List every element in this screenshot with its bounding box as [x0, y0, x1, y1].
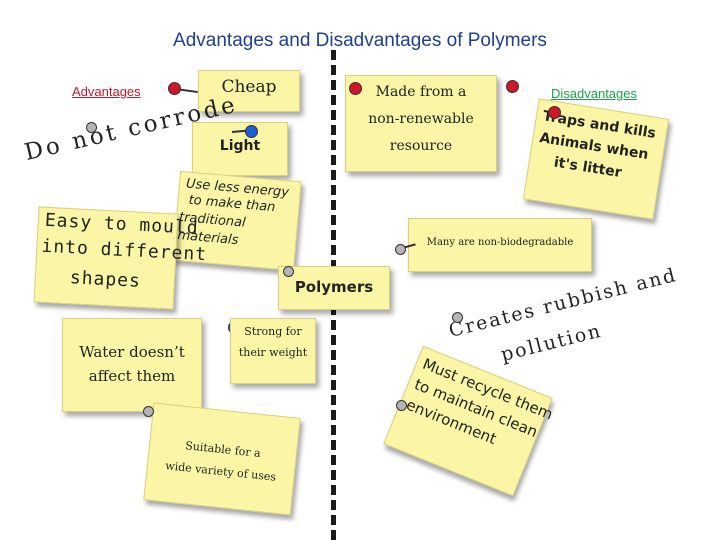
- center-label: Polymers: [294, 278, 374, 296]
- note-polymers: Polymers: [278, 266, 390, 310]
- pin-grey-icon: [395, 244, 406, 255]
- note-water-line2: affect them: [88, 367, 176, 385]
- note-recycle: Must recycle them to maintain clean envi…: [383, 345, 555, 497]
- note-strong-line2: their weight: [238, 346, 308, 359]
- note-non-biodegradable-text: Many are non-biodegradable: [426, 237, 574, 248]
- note-cheap: Cheap: [198, 70, 300, 112]
- note-easy-to-mould: Easy to mould into different shapes: [33, 206, 208, 310]
- disadvantages-heading: Disadvantages: [551, 86, 637, 101]
- pin-grey-icon: [143, 406, 154, 417]
- pin-blue-icon: [245, 125, 258, 138]
- note-easy-to-mould-line2: into different: [40, 235, 208, 266]
- note-light-text: Light: [219, 138, 261, 154]
- note-strong: Strong for their weight: [230, 318, 316, 384]
- note-non-renewable: Made from a non-renewable resource: [345, 75, 497, 172]
- advantages-heading: Advantages: [72, 84, 141, 99]
- pin-red-icon: [349, 82, 362, 95]
- note-non-renewable-line1: Made from a: [375, 84, 467, 100]
- pin-grey-icon: [452, 312, 463, 323]
- note-easy-to-mould-line1: Easy to mould: [44, 209, 200, 239]
- text-creates-rubbish-line2: pollution: [498, 319, 605, 366]
- note-non-renewable-line2: non-renewable: [368, 111, 474, 127]
- note-cheap-text: Cheap: [221, 77, 277, 97]
- pin-grey-icon: [86, 122, 97, 133]
- note-traps-animals: Traps and kills Animals when it's litter: [522, 98, 670, 220]
- pin-red-icon: [548, 106, 561, 119]
- pin-red-icon: [506, 80, 519, 93]
- page-title: Advantages and Disadvantages of Polymers: [173, 30, 547, 51]
- note-water-line1: Water doesn’t: [79, 343, 185, 361]
- pin-grey-icon: [283, 266, 294, 277]
- note-non-renewable-line3: resource: [389, 138, 453, 154]
- pin-red-icon: [168, 82, 181, 95]
- note-strong-line1: Strong for: [244, 325, 302, 338]
- note-suitable: Suitable for a wide variety of uses: [143, 402, 301, 516]
- note-easy-to-mould-line3: shapes: [69, 267, 142, 292]
- note-water: Water doesn’t affect them: [62, 318, 202, 412]
- pin-grey-icon: [396, 400, 407, 411]
- note-non-biodegradable: Many are non-biodegradable: [408, 218, 592, 272]
- note-suitable-line2: wide variety of uses: [164, 459, 277, 484]
